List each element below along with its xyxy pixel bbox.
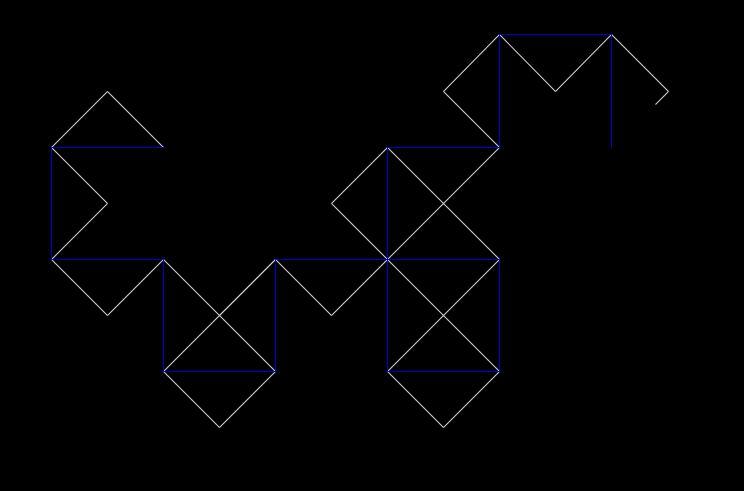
white-segment-11: [219, 371, 276, 428]
white-segment-7: [163, 259, 220, 316]
white-segment-22: [443, 371, 500, 428]
white-segment-17: [331, 147, 388, 204]
white-segment-1: [51, 91, 108, 148]
white-segment-21: [387, 371, 444, 428]
white-segment-24: [443, 34, 500, 92]
white-segment-2: [107, 91, 164, 148]
white-segment-18: [331, 203, 388, 260]
white-segments: [51, 34, 669, 428]
white-segment-28: [655, 91, 669, 105]
white-segment-27: [611, 34, 669, 92]
white-segment-13: [275, 259, 332, 316]
white-segment-12: [219, 315, 276, 372]
white-segment-16: [387, 147, 500, 260]
white-segment-25: [499, 34, 556, 92]
white-segment-20: [387, 259, 500, 372]
white-segment-3: [51, 147, 108, 204]
white-segment-4: [51, 203, 108, 260]
white-segment-26: [555, 34, 612, 92]
white-segment-23: [443, 91, 500, 148]
white-segment-10: [163, 371, 220, 428]
white-segment-14: [331, 259, 388, 316]
blue-segments: [51, 34, 612, 372]
white-segment-6: [107, 259, 164, 316]
white-segment-5: [51, 259, 108, 316]
